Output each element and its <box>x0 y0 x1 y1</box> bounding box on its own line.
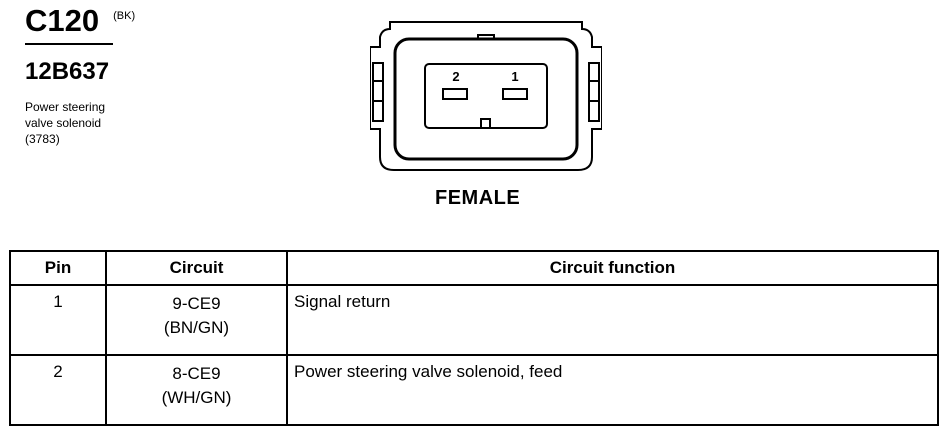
column-header-circuit: Circuit <box>105 250 288 286</box>
table-header-row: Pin Circuit Circuit function <box>9 250 939 286</box>
circuit-cell: 8-CE9 (WH/GN) <box>105 354 288 426</box>
connector-gender: FEMALE <box>435 187 521 209</box>
connector-housing <box>370 21 602 171</box>
table-row: 1 9-CE9 (BN/GN) Signal return <box>9 284 939 356</box>
wire-color: (WH/GN) <box>161 388 232 407</box>
circuit-function: Signal return <box>286 284 939 356</box>
pin-number: 1 <box>9 284 107 356</box>
description-line: valve solenoid <box>25 116 102 130</box>
connector-id-row: C120 (BK) <box>25 4 215 38</box>
left-side-rib <box>372 62 384 122</box>
pin-label-2: 2 <box>452 69 459 84</box>
circuit-cell: 9-CE9 (BN/GN) <box>105 284 288 356</box>
part-number: 12B637 <box>25 58 110 85</box>
terminal-slot-2 <box>442 88 468 100</box>
right-side-rib <box>588 62 600 122</box>
connector-header: C120 (BK) 12B637 Power steering valve so… <box>25 4 215 147</box>
column-header-function: Circuit function <box>286 250 939 286</box>
circuit-number: 9-CE9 <box>172 294 221 313</box>
pin-number: 2 <box>9 354 107 426</box>
circuit-number: 8-CE9 <box>172 364 221 383</box>
connector-id: C120 <box>25 3 100 38</box>
description-line: (3783) <box>25 132 60 146</box>
description-line: Power steering <box>25 100 106 114</box>
circuit-function: Power steering valve solenoid, feed <box>286 354 939 426</box>
terminal-slot-1 <box>502 88 528 100</box>
key-notch <box>480 118 491 129</box>
pin-label-1: 1 <box>511 69 518 84</box>
connector-color: (BK) <box>113 10 136 22</box>
connector-face-diagram: 2 1 <box>370 21 602 171</box>
connector-description: Power steering valve solenoid (3783) <box>25 99 165 147</box>
column-header-pin: Pin <box>9 250 107 286</box>
table-row: 2 8-CE9 (WH/GN) Power steering valve sol… <box>9 354 939 426</box>
divider <box>25 43 113 45</box>
pin-table: Pin Circuit Circuit function 1 9-CE9 (BN… <box>9 250 939 426</box>
wire-color: (BN/GN) <box>163 318 230 337</box>
